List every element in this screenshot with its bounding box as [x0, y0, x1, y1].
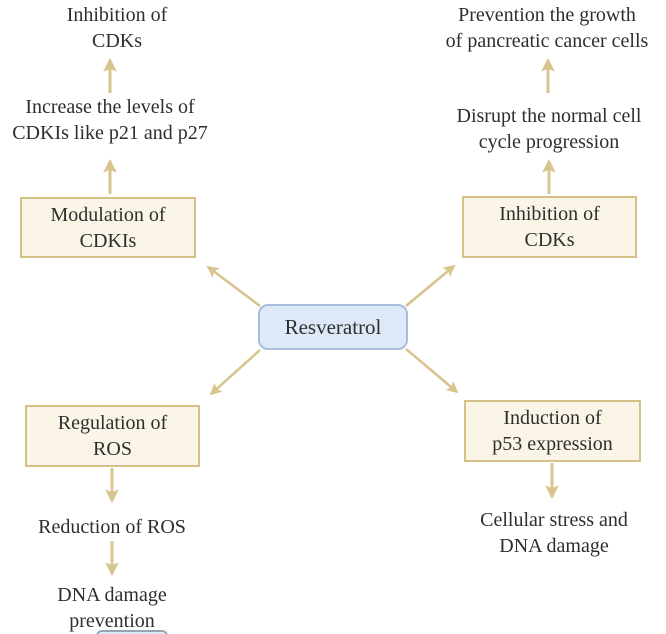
text-reduction-of-ros: Reduction of ROS [38, 516, 186, 538]
node-regulation-of-ros: Regulation of ROS [25, 405, 200, 467]
node-modulation-of-cdkis: Modulation of CDKIs [20, 197, 196, 258]
text-prevention-cancer-growth: Prevention the growth of pancreatic canc… [445, 4, 649, 52]
text-disrupt-cell-cycle: Disrupt the normal cell cycle progressio… [456, 105, 642, 153]
text-dna-damage-prevention: DNA damage prevention [57, 584, 167, 632]
node-resveratrol: Resveratrol [258, 304, 408, 350]
arrow-center-to-tr-box [405, 264, 456, 307]
node-induction-of-p53: Induction of p53 expression [464, 400, 641, 462]
text-cellular-stress-dna-damage: Cellular stress and DNA damage [480, 509, 628, 557]
arrow-center-to-br-box [405, 348, 459, 394]
cropped-box-edge [96, 630, 168, 634]
text-inhibition-of-cdks: Inhibition of CDKs [66, 4, 168, 52]
arrow-center-to-tl-box [206, 265, 261, 308]
text-increase-cdki-levels: Increase the levels of CDKIs like p21 an… [12, 96, 208, 144]
arrow-center-to-bl-box [209, 349, 261, 396]
node-inhibition-of-cdks: Inhibition of CDKs [462, 196, 637, 258]
